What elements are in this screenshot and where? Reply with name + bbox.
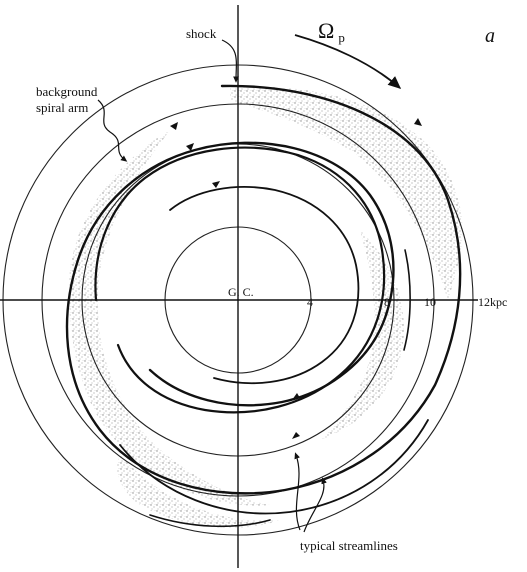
streamline-3 [169,186,360,385]
annotation-pointers [97,39,327,533]
streamline-1 [65,84,462,495]
axes [0,5,478,568]
flow-arrow-5 [292,393,300,400]
flow-arrow-4 [414,118,422,126]
rotation-label: Ω p [318,18,345,45]
panel-label: a [485,25,495,47]
streamline-5 [149,514,271,528]
streamlines-pointer-2 [303,477,327,533]
flow-arrows [170,118,422,439]
rotation-arrow [294,34,402,89]
tick-12kpc: 12kpc [478,295,507,309]
rotation-symbol: Ω [318,18,334,43]
spiral-arm-band-right [320,230,404,440]
spiral-arm-band-outer [230,86,463,300]
galactic-center-label: G. C. [228,285,254,299]
spiral-arm-label-line2: spiral arm [36,100,88,115]
tick-4: 4 [307,295,313,309]
streamline-4 [119,419,429,515]
flow-arrow-2 [186,143,194,151]
rotation-subscript: p [338,30,345,45]
tick-8: 8 [384,295,390,309]
streamline-6 [403,249,411,351]
tick-10: 10 [424,295,436,309]
shock-label: shock [186,26,217,41]
streamline-2 [94,146,386,414]
streamlines [65,84,462,528]
spiral-arm-pointer [97,99,128,162]
flow-arrow-3 [212,181,220,188]
flow-arrow-1 [170,122,178,130]
streamlines-pointer-1 [294,452,301,531]
streamlines-label: typical streamlines [300,538,398,553]
spiral-arm-band-bottom [116,455,280,528]
flow-arrow-6 [292,432,300,439]
shock-pointer [221,39,239,83]
spiral-arm-band-left [69,130,271,506]
spiral-arm-label-line1: background [36,84,98,99]
